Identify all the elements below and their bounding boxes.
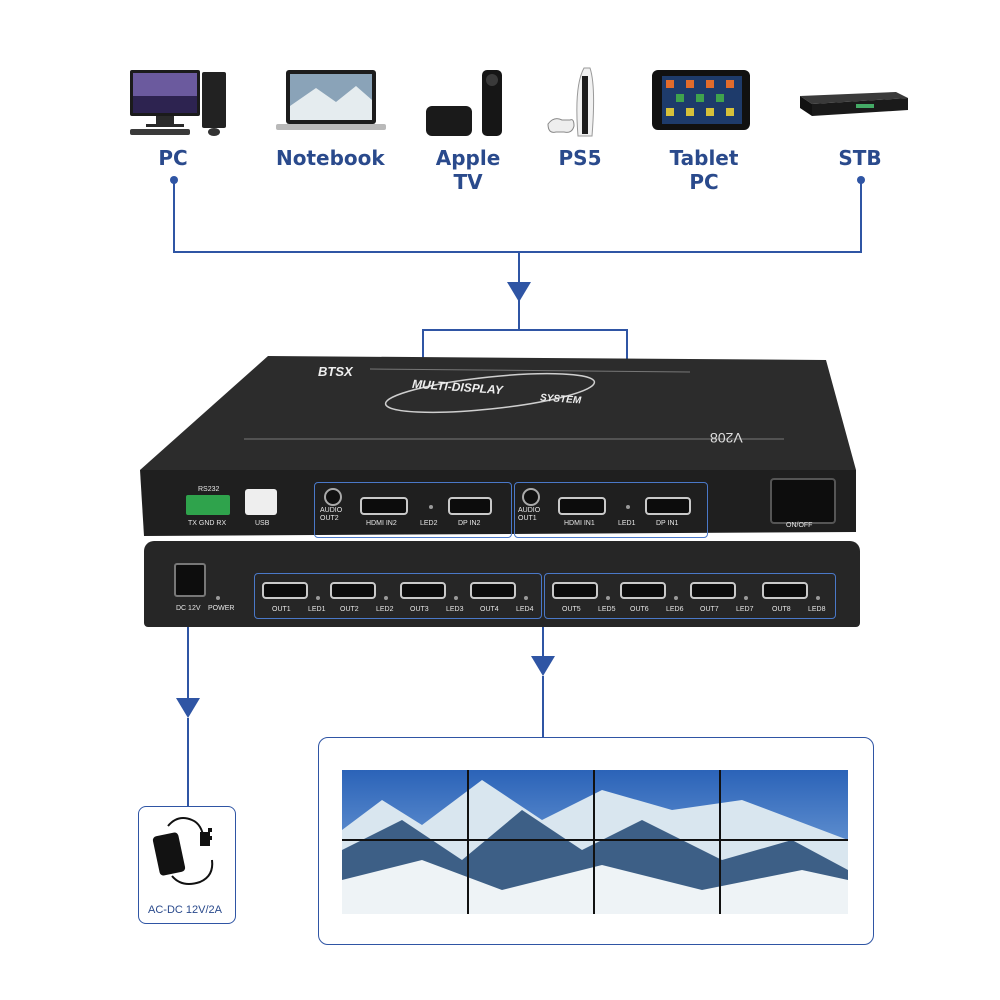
brand-logo: BTSX [318, 364, 353, 379]
out1-label: OUT1 [272, 606, 291, 613]
source-stb [796, 66, 912, 131]
out6-label: OUT6 [630, 606, 649, 613]
audio-out2-label: AUDIO OUT2 [320, 507, 343, 522]
device-top-body [140, 356, 856, 536]
hdmi-out2-port[interactable] [330, 582, 376, 599]
out-led5-indicator [606, 596, 610, 600]
source-apple-tv [424, 66, 514, 143]
dp-in2-label: DP IN2 [458, 520, 481, 527]
audio-out2-jack[interactable] [324, 488, 342, 506]
power-label: POWER [208, 605, 235, 612]
power-adapter-icon [152, 817, 214, 885]
out-led6-indicator [674, 596, 678, 600]
hdmi-in1-label: HDMI IN1 [564, 520, 595, 527]
video-wall-mountain-image [342, 770, 848, 914]
out-led2-indicator [384, 596, 388, 600]
power-switch-label: ON/OFF [786, 522, 813, 529]
source-tablet-label: Tablet PC [669, 146, 739, 194]
rs232-pins-label: TX GND RX [188, 520, 227, 527]
source-stb-label: STB [838, 146, 882, 170]
desktop-pc-icon [130, 70, 226, 136]
apple-tv-icon [426, 70, 502, 136]
source-pc [128, 66, 228, 143]
hdmi-in2-label: HDMI IN2 [366, 520, 397, 527]
out-led3-label: LED3 [446, 606, 464, 613]
input1-group [514, 482, 708, 538]
hdmi-out4-port[interactable] [470, 582, 516, 599]
hdmi-out1-port[interactable] [262, 582, 308, 599]
out-led7-label: LED7 [736, 606, 754, 613]
output-arrow-icon [531, 656, 555, 676]
model-number: V208 [710, 430, 743, 446]
dc-label: DC 12V [176, 605, 201, 612]
out-led3-indicator [454, 596, 458, 600]
power-switch[interactable] [770, 478, 836, 524]
power-arrow-icon [176, 698, 200, 718]
outputs-group-a [254, 573, 542, 619]
out7-label: OUT7 [700, 606, 719, 613]
laptop-icon [276, 70, 386, 130]
dp-in2-port[interactable] [448, 497, 492, 515]
hdmi-out3-port[interactable] [400, 582, 446, 599]
usb-label: USB [255, 520, 270, 527]
source-tablet [652, 66, 752, 137]
source-apple-tv-label: Apple TV [435, 146, 501, 194]
audio-out1-jack[interactable] [522, 488, 540, 506]
out5-label: OUT5 [562, 606, 581, 613]
out-led8-indicator [816, 596, 820, 600]
out-led5-label: LED5 [598, 606, 616, 613]
outputs-group-b [544, 573, 836, 619]
led2-indicator [429, 505, 433, 509]
tablet-icon [652, 70, 750, 130]
hdmi-out7-port[interactable] [690, 582, 736, 599]
source-ps5 [544, 66, 614, 143]
out-led2-label: LED2 [376, 606, 394, 613]
led2-label: LED2 [420, 520, 438, 527]
adapter-box [138, 806, 236, 924]
hdmi-in1-port[interactable] [558, 497, 606, 515]
usb-port[interactable] [245, 489, 277, 515]
led1-label: LED1 [618, 520, 636, 527]
hdmi-out6-port[interactable] [620, 582, 666, 599]
input2-group [314, 482, 512, 538]
source-notebook [276, 66, 386, 137]
out-led1-label: LED1 [308, 606, 326, 613]
out-led4-label: LED4 [516, 606, 534, 613]
power-led [216, 596, 220, 600]
out-led4-indicator [524, 596, 528, 600]
source-ps5-label: PS5 [558, 146, 602, 170]
ps5-console-icon [547, 67, 595, 137]
rs232-terminal[interactable] [186, 495, 230, 515]
hdmi-out8-port[interactable] [762, 582, 808, 599]
dc-jack[interactable] [174, 563, 206, 597]
dp-in1-port[interactable] [645, 497, 691, 515]
pc-connector-dot [170, 176, 178, 184]
set-top-box-icon [800, 92, 908, 116]
hdmi-in2-port[interactable] [360, 497, 408, 515]
hdmi-out5-port[interactable] [552, 582, 598, 599]
adapter-label: AC-DC 12V/2A [148, 904, 222, 916]
out-led6-label: LED6 [666, 606, 684, 613]
out-led7-indicator [744, 596, 748, 600]
led1-indicator [626, 505, 630, 509]
stb-connector-dot [857, 176, 865, 184]
out4-label: OUT4 [480, 606, 499, 613]
out-led1-indicator [316, 596, 320, 600]
input-arrow-icon [507, 282, 531, 302]
out2-label: OUT2 [340, 606, 359, 613]
rs232-label: RS232 [198, 486, 220, 493]
audio-out1-label: AUDIO OUT1 [518, 507, 541, 522]
out3-label: OUT3 [410, 606, 429, 613]
source-pc-label: PC [158, 146, 188, 170]
source-notebook-label: Notebook [276, 146, 385, 170]
out8-label: OUT8 [772, 606, 791, 613]
dp-in1-label: DP IN1 [656, 520, 679, 527]
out-led8-label: LED8 [808, 606, 826, 613]
